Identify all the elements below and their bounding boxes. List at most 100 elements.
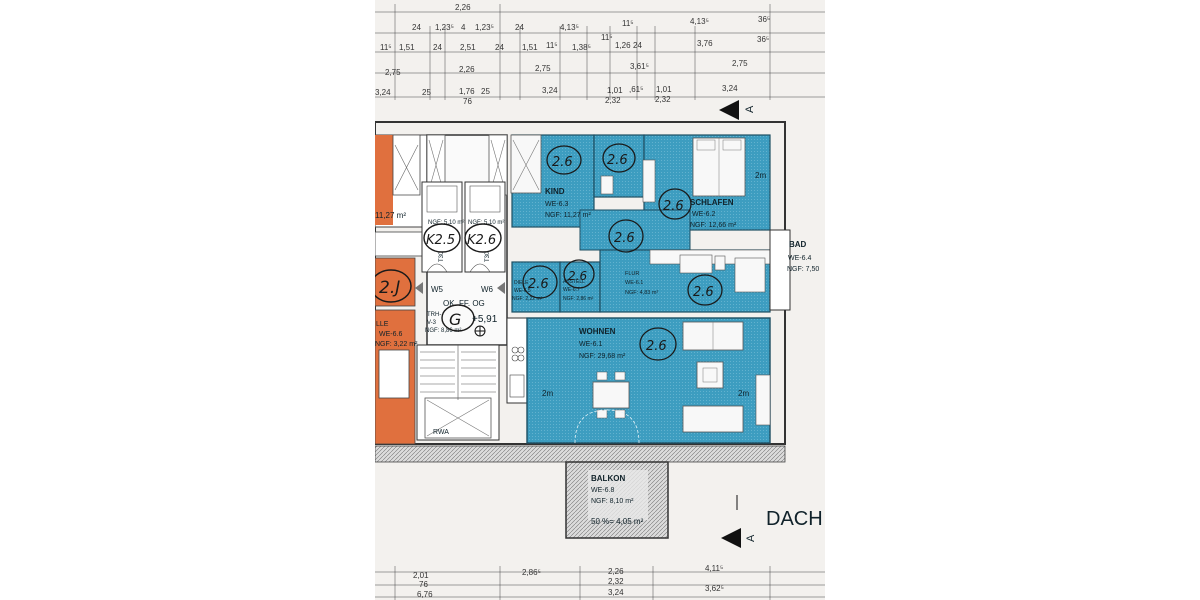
left-lower-area: NGF: 3,22 m² — [375, 341, 418, 348]
section-marker-bottom: A — [721, 495, 757, 548]
aufzug1-area: NGF: 5,10 m² — [428, 220, 464, 226]
wohnen-name: WOHNEN — [579, 327, 616, 336]
dim-top-2c: 4 — [461, 23, 466, 32]
dim-top-2b: 1,23⁵ — [435, 23, 454, 32]
kitchen-column — [506, 317, 528, 404]
kind-area: NGF: 11,27 m² — [545, 212, 591, 219]
treppe-area: NGF: 8,86 m² — [425, 328, 461, 334]
dim-top-2f: 4,13⁵ — [560, 23, 579, 32]
handwritten-abstell: 2.6 — [568, 269, 587, 283]
dim-top-5d: 25 — [481, 87, 490, 96]
dim-top-2h: 4,13⁵ — [690, 17, 709, 26]
floor-plan: 2,26 24 1,23⁵ 4 1,23⁵ 24 4,13⁵ 11⁵ 4,13⁵… — [375, 3, 825, 600]
dim-top-2a: 24 — [412, 23, 421, 32]
dim-bottom-2b: 2,32 — [608, 577, 624, 586]
treppe-name: TRH- — [427, 312, 441, 318]
handwritten-circle-top-mid — [602, 143, 636, 173]
handwritten-circle-bad — [687, 274, 723, 306]
schlafen-id: WE-6.2 — [692, 211, 715, 218]
balkon-id: WE-6.8 — [591, 487, 614, 494]
balkon: BALKON WE-6.8 NGF: 8,10 m² 50 %= 4,05 m² — [565, 461, 669, 539]
dim-top-5i: 3,24 — [722, 84, 738, 93]
wohnen-area: NGF: 29,68 m² — [579, 353, 626, 360]
handwritten-schlafen: 2.6 — [663, 199, 684, 214]
section-marker-top: A — [719, 100, 756, 120]
dim-top-3a: 11⁵ — [380, 43, 392, 52]
rwa-label: RWA — [433, 429, 449, 436]
dim-bottom-1b: 2,86⁵ — [522, 568, 541, 577]
dim-top-5f: 1,01 — [607, 86, 623, 95]
wohnen-note-right: 2m — [738, 389, 749, 398]
handwritten-kind: 2.6 — [552, 155, 573, 170]
dim-top-2g: 11⁵ — [622, 19, 634, 28]
dim-top-3m: 36⁵ — [757, 35, 769, 44]
schlafen-note: 2m — [755, 171, 766, 180]
dim-top-1: 2,26 — [455, 3, 471, 12]
dim-top-4c: 2,75 — [535, 64, 551, 73]
dim-top-4a: 2,75 — [385, 68, 401, 77]
dim-top-3d: 2,51 — [460, 43, 476, 52]
dim-top-4d: 3,61⁵ — [630, 62, 649, 71]
dim-top-3e: 24 — [495, 43, 504, 52]
dim-top-6b: 2,32 — [605, 96, 621, 105]
handwritten-circle-kind — [546, 145, 582, 175]
handwritten-left: 2.J — [379, 278, 400, 298]
handwritten-circle-g — [441, 304, 475, 332]
dim-top-3f: 1,51 — [522, 43, 538, 52]
abstell-name: ABSTELL — [563, 279, 585, 285]
dim-bottom-3c: 3,62⁵ — [705, 584, 724, 593]
apartment: 2m 2m 2m — [510, 134, 791, 444]
flur-area: NGF: 4,83 m² — [625, 290, 658, 296]
kind-id: WE-6.3 — [545, 201, 568, 208]
dim-bottom-3b: 3,24 — [608, 588, 624, 597]
dim-bottom-3a: 6,76 — [417, 590, 433, 599]
dim-bottom-1a: 2,01 — [413, 571, 429, 580]
flur-id: WE-6.1 — [625, 280, 643, 286]
kind-name: KIND — [545, 187, 565, 196]
handwritten-top-mid: 2.6 — [607, 153, 628, 168]
room-labels: KIND WE-6.3 NGF: 11,27 m² SCHLAFEN WE-6.… — [512, 187, 819, 360]
treppe-id: V-3 — [427, 320, 437, 326]
handwritten-circle-abstell — [563, 259, 595, 289]
dim-bottom-1d: 4,11⁵ — [705, 564, 723, 573]
dim-top-2i: 36⁵ — [758, 15, 770, 24]
dim-top-4b: 2,26 — [459, 65, 475, 74]
section-marker-top-label: A — [744, 105, 756, 113]
schlafen-name: SCHLAFEN — [690, 198, 734, 207]
aufzug2-area: NGF: 5,10 m² — [468, 220, 504, 226]
diele-name: DIELE — [514, 280, 529, 286]
dim-top-3b: 1,51 — [399, 43, 415, 52]
handwritten-circle-flur — [608, 219, 644, 253]
handwritten-bad: 2.6 — [693, 285, 714, 300]
left-lower-id: WE-6.6 — [379, 331, 402, 338]
dim-top-5c: 1,76 — [459, 87, 475, 96]
dim-top-2e: 24 — [515, 23, 524, 32]
bad-area: NGF: 7,50 — [787, 266, 819, 273]
balkon-half: 50 %= 4,05 m² — [591, 517, 644, 526]
w6-label: W6 — [481, 285, 494, 294]
diele-area: NGF: 2,22 m² — [512, 296, 543, 302]
dim-bottom-2a: 76 — [419, 580, 428, 589]
floor-plan-photo: 2,26 24 1,23⁵ 4 1,23⁵ 24 4,13⁵ 11⁵ 4,13⁵… — [375, 0, 825, 600]
dim-top-5a: 3,24 — [375, 88, 391, 97]
left-lower-name: LLE — [376, 321, 389, 328]
dim-top-6a: 76 — [463, 97, 472, 106]
dim-top-2d: 1,23⁵ — [475, 23, 494, 32]
top-dimension-labels: 2,26 24 1,23⁵ 4 1,23⁵ 24 4,13⁵ 11⁵ 4,13⁵… — [375, 3, 770, 106]
balkon-area: NGF: 8,10 m² — [591, 498, 634, 505]
drawing-title: DACH — [766, 508, 823, 530]
handwritten-k25: K2.5 — [426, 233, 455, 248]
left-room-area: 11,27 m² — [375, 211, 406, 220]
handwritten-diele: 2.6 — [528, 277, 549, 292]
dim-top-4e: 2,75 — [732, 59, 748, 68]
diele-id: WE-6.5 — [514, 288, 531, 294]
dim-top-5g: ,61⁵ — [629, 85, 643, 94]
handwritten-annotations: 2.6 2.6 2.6 2.6 2.6 2.6 2.6 2.6 — [522, 143, 723, 361]
bottom-dimension-labels: 2,01 2,86⁵ 2,26 4,11⁵ 76 2,32 6,76 3,24 … — [413, 564, 724, 599]
room-hallway — [579, 209, 691, 251]
section-marker-bottom-label: A — [745, 534, 757, 542]
core: NGF: 5,10 m² NGF: 5,10 m² T30 T30 K2.5 K… — [415, 134, 508, 441]
handwritten-flur: 2.6 — [614, 231, 635, 246]
handwritten-circle-k25 — [423, 223, 461, 253]
abstell-id: WE-6.7 — [563, 287, 580, 293]
